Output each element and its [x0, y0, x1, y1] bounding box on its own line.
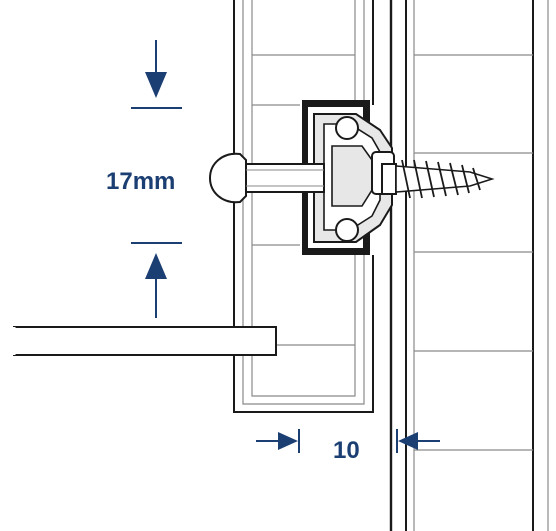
height-dimension-label: 17mm	[106, 168, 175, 195]
height-dimension: 17mm	[106, 40, 182, 318]
arrow-left-icon	[396, 429, 440, 453]
wood-screw	[381, 159, 495, 199]
gap-dimension: 10	[256, 429, 440, 464]
drawer-bottom-board	[12, 326, 277, 356]
drawer-side-panel	[233, 0, 374, 413]
slide-runner-bracket	[302, 100, 395, 255]
cabinet-side-panel	[389, 0, 549, 531]
mushroom-bolt	[208, 152, 325, 204]
arrow-right-icon	[256, 429, 300, 453]
gap-dimension-label: 10	[333, 437, 360, 464]
arrow-up-icon	[145, 253, 167, 318]
arrow-down-icon	[145, 40, 167, 98]
